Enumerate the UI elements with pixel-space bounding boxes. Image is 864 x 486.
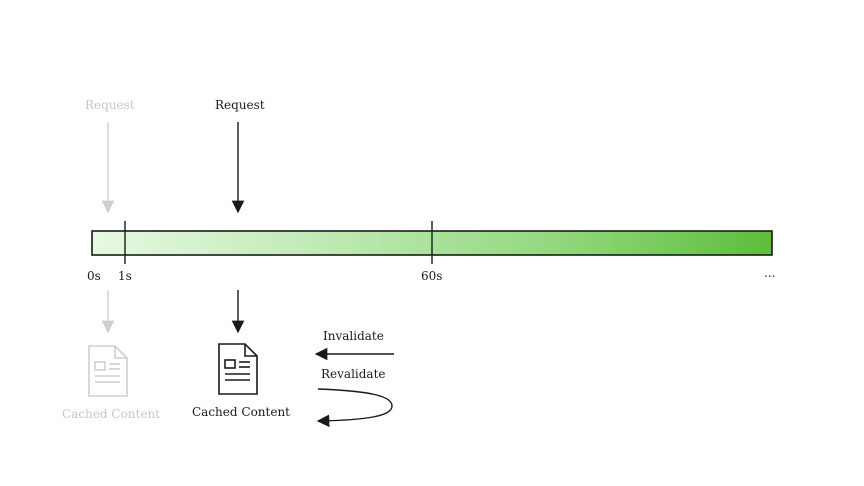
tick-label-0s: 0s xyxy=(87,269,101,283)
tick-label-60s: 60s xyxy=(421,269,443,283)
first-request-label: Request xyxy=(85,98,135,112)
second-request-label: Request xyxy=(215,98,265,112)
document-icon xyxy=(218,343,258,395)
document-icon xyxy=(88,345,128,397)
tick-label-1s: 1s xyxy=(118,269,132,283)
second-cached-content-label: Cached Content xyxy=(192,405,290,419)
revalidate-arrow xyxy=(316,388,393,428)
revalidate-label: Revalidate xyxy=(321,367,386,381)
tick-label-end: ... xyxy=(764,266,776,280)
first-cached-content-label: Cached Content xyxy=(62,407,160,421)
invalidate-label: Invalidate xyxy=(323,329,384,343)
